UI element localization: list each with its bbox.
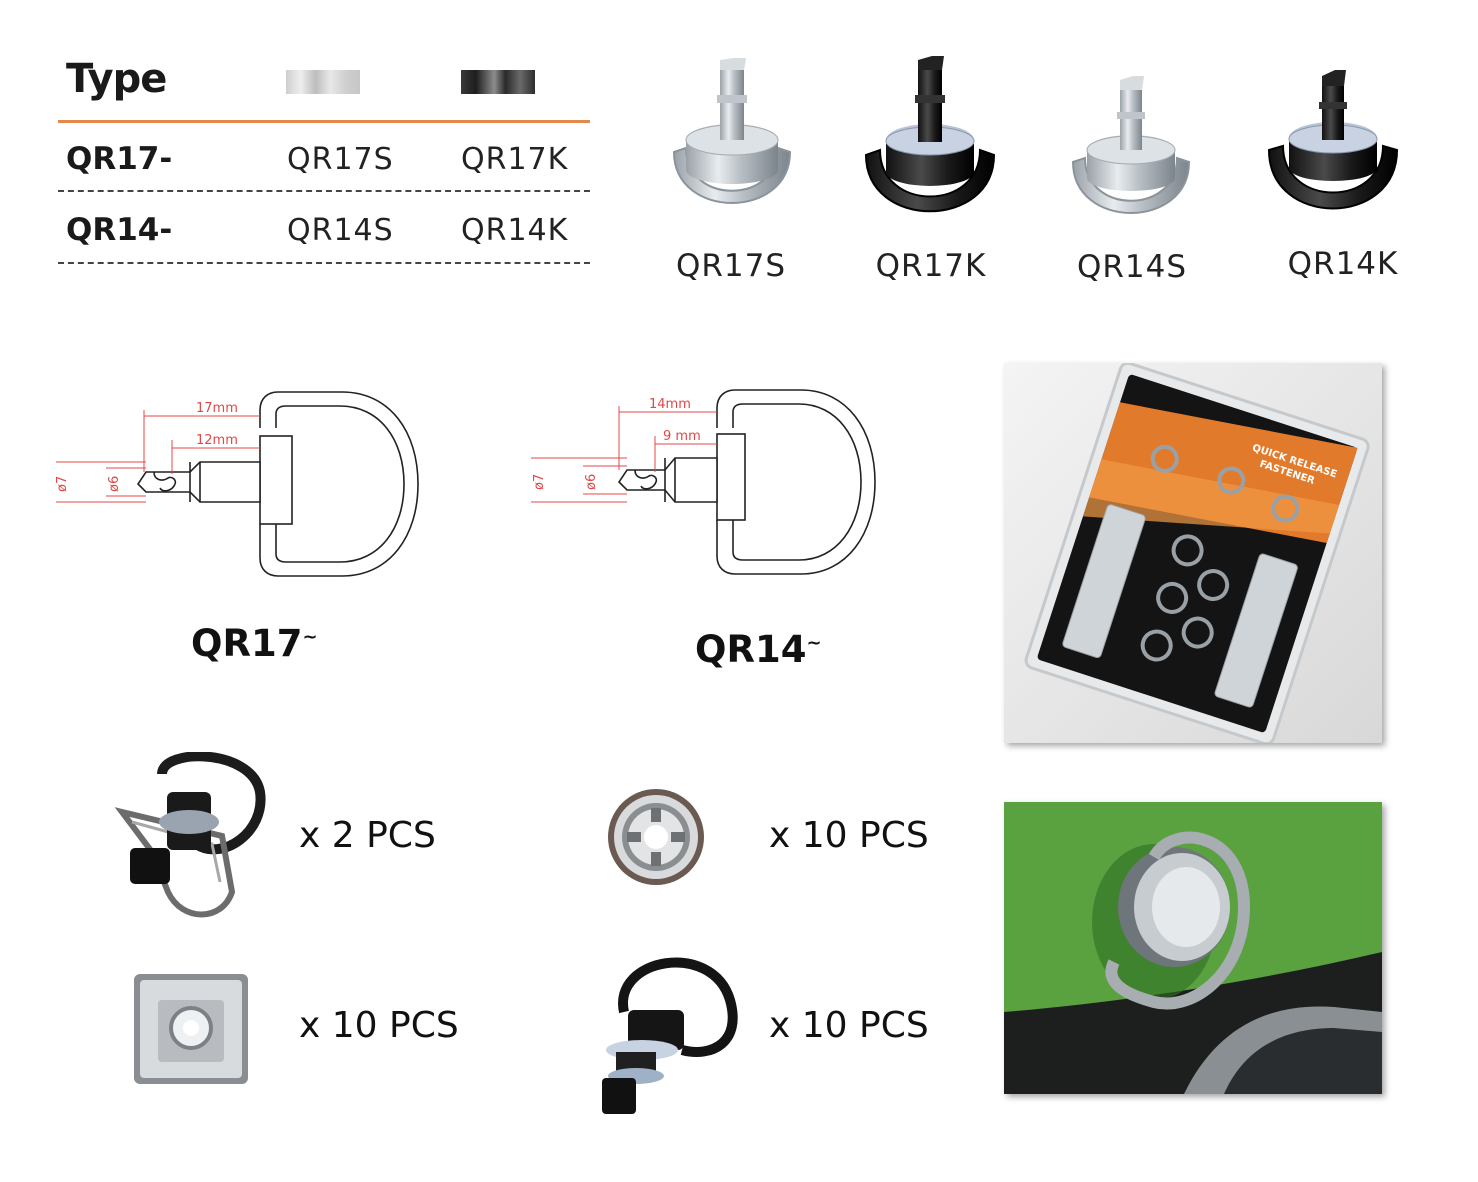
qty-fastener: x 2 PCS [299,815,436,856]
dim-12mm: 12mm [196,433,238,448]
qr14s-fastener-image [1071,76,1191,214]
product-label-qr14s: QR14S [1076,249,1188,285]
row-head-qr14: QR14- [66,212,173,248]
qr14k-fastener-image [1267,70,1399,210]
qty-black-fastener: x 10 PCS [769,1005,929,1046]
black-fastener-image [602,957,738,1114]
cell-qr17-silver: QR17S [287,142,394,177]
black-finish-swatch [461,70,535,94]
installed-fastener-photo [1004,802,1382,1094]
dim-inner-diameter: ø6 [584,474,599,490]
qr17k-fastener-image [864,56,996,213]
qr14-technical-drawing: 14mm 9 mm ø7 ø6 [531,389,876,575]
qr17-technical-drawing: 17mm 12mm ø7 ø6 [55,391,419,577]
cell-qr14-black: QR14K [461,213,569,248]
product-label-qr17s: QR17S [675,248,787,284]
type-title: Type [66,56,167,102]
drawing-label-qr14: QR14~ [695,628,822,671]
cell-qr14-silver: QR14S [287,213,394,248]
header-divider [58,120,590,123]
qr17s-fastener-image [672,58,792,204]
dim-outer-diameter: ø7 [532,474,547,490]
dim-outer-diameter: ø7 [55,476,70,492]
dim-9mm: 9 mm [663,429,701,444]
silver-finish-swatch [286,70,360,94]
qty-spring-clip: x 10 PCS [299,1005,459,1046]
product-photos [672,56,1399,214]
lock-washer-image [608,789,704,885]
package-photo: QUICK RELEASE FASTENER [1004,363,1382,743]
row-head-qr17: QR17- [66,141,173,177]
dim-17mm: 17mm [196,401,238,416]
row-divider [58,190,590,192]
product-label-qr17k: QR17K [875,248,987,284]
qty-lock-washer: x 10 PCS [769,815,929,856]
drawing-label-qr17: QR17~ [191,622,318,665]
product-label-qr14k: QR14K [1287,246,1399,282]
fastener-clip-image [114,752,266,918]
cell-qr17-black: QR17K [461,142,569,177]
dim-14mm: 14mm [649,397,691,412]
dim-inner-diameter: ø6 [107,476,122,492]
row-divider [58,262,590,264]
spring-clip-image [134,974,248,1084]
